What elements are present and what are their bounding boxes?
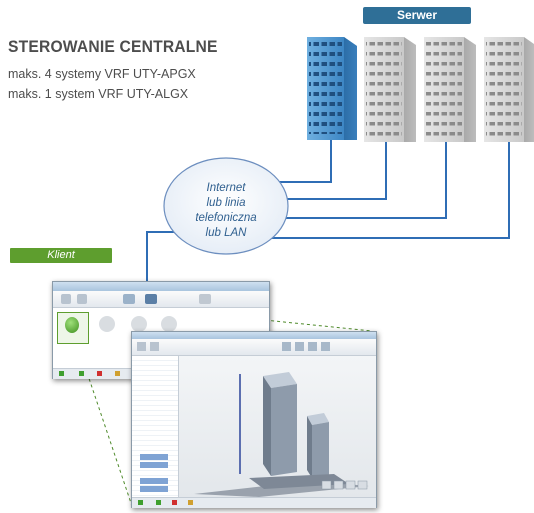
diagram-title: STEROWANIE CENTRALNE bbox=[8, 37, 218, 56]
network-links bbox=[146, 140, 510, 282]
monitoring-window-statusbar bbox=[132, 497, 376, 508]
client-window-toolbar bbox=[53, 291, 269, 308]
building-gray-1 bbox=[364, 37, 416, 142]
link-server-3 bbox=[274, 142, 447, 219]
monitoring-window-titlebar bbox=[132, 332, 376, 339]
network-cloud bbox=[163, 157, 289, 255]
link-server-4 bbox=[262, 142, 510, 239]
network-label-line-2: lub linia bbox=[206, 197, 246, 209]
building-blue bbox=[307, 37, 357, 140]
monitoring-window-toolbar bbox=[132, 339, 376, 356]
3d-building-view bbox=[179, 356, 376, 497]
selected-unit-icon[interactable] bbox=[57, 312, 89, 344]
network-label: Internet lub linia telefoniczna lub LAN bbox=[171, 181, 281, 241]
client-window-titlebar bbox=[53, 282, 269, 291]
spec-line-algx: maks. 1 system VRF UTY-ALGX bbox=[8, 87, 189, 101]
link-client bbox=[146, 231, 177, 282]
building-gray-3 bbox=[484, 37, 534, 142]
network-label-line-1: Internet bbox=[206, 182, 246, 194]
unit-tree-panel bbox=[132, 356, 179, 497]
3d-model bbox=[194, 372, 369, 497]
link-server-2 bbox=[276, 142, 387, 200]
server-label: Serwer bbox=[363, 7, 471, 24]
spec-line-apgx: maks. 4 systemy VRF UTY-APGX bbox=[8, 67, 196, 81]
client-label: Klient bbox=[10, 248, 112, 263]
link-server-1 bbox=[262, 140, 332, 183]
monitoring-app-window bbox=[131, 331, 377, 508]
network-label-line-3: telefoniczna bbox=[195, 212, 257, 224]
building-gray-2 bbox=[424, 37, 476, 142]
network-label-line-4: lub LAN bbox=[205, 227, 247, 239]
